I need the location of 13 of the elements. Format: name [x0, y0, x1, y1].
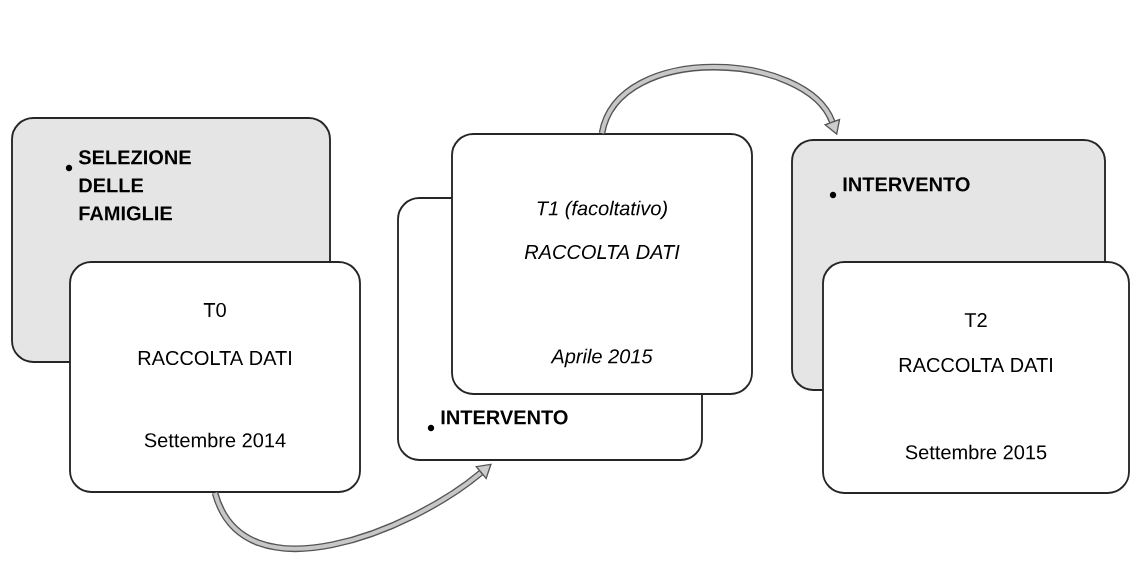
box-heading: RACCOLTA DATI — [899, 357, 1052, 373]
box-heading: SELEZIONE DELLE FAMIGLIE — [78, 150, 191, 221]
box-heading: RACCOLTA DATI — [138, 350, 291, 366]
date-label: Settembre 2015 — [905, 444, 1047, 460]
box-heading: INTERVENTO — [441, 410, 568, 425]
date-label: Settembre 2014 — [144, 432, 286, 448]
date-label: Aprile 2015 — [550, 348, 653, 368]
box-heading: RACCOLTA DATI — [524, 244, 680, 260]
box-heading: T2 — [964, 313, 987, 327]
box-heading: INTERVENTO — [843, 177, 970, 192]
box-heading: T0 — [203, 302, 226, 318]
box-heading: T1 (facoltativo) — [537, 200, 667, 220]
curved-arrow — [211, 463, 492, 552]
